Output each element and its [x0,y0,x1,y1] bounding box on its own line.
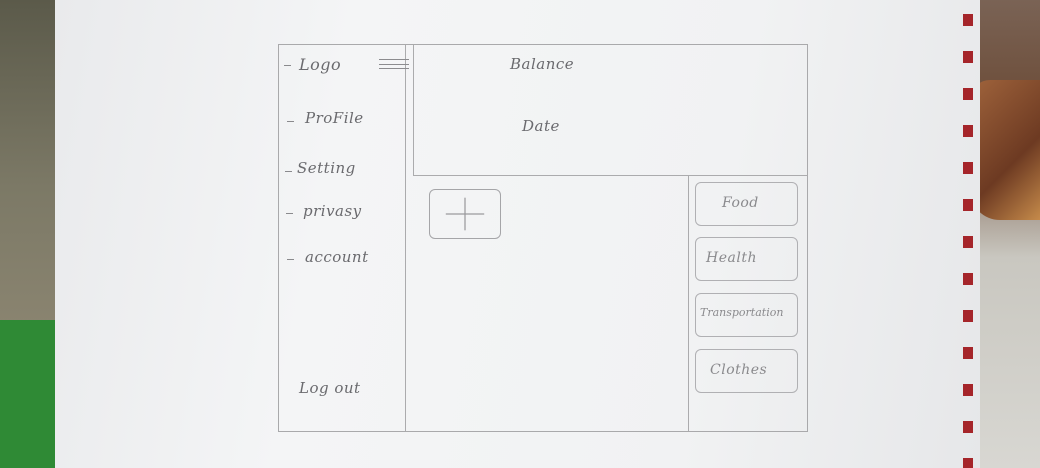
sidebar-item-privacy[interactable]: privasy [303,202,362,220]
category-label: Health [706,250,757,266]
background-green-object [0,320,60,468]
sidebar: Logo ProFile Setting privasy account Log… [279,45,409,431]
category-label: Clothes [710,362,768,378]
sidebar-dash [285,171,292,172]
logout-link[interactable]: Log out [299,379,361,397]
sidebar-dash [287,121,294,122]
add-button[interactable] [429,189,501,239]
plus-icon [445,197,485,231]
wireframe-frame: Logo ProFile Setting privasy account Log… [278,44,808,432]
category-button-health[interactable]: Health [695,237,798,281]
category-button-transportation[interactable]: Transportation [695,293,798,337]
category-button-food[interactable]: Food [695,182,798,226]
hamburger-menu-icon[interactable] [379,59,409,71]
category-button-clothes[interactable]: Clothes [695,349,798,393]
category-label: Food [722,195,759,211]
paper-sheet [55,0,980,468]
sidebar-item-profile[interactable]: ProFile [305,109,364,127]
sidebar-dash [286,213,293,214]
notebook-binding [955,0,985,468]
date-label: Date [522,117,560,135]
sidebar-dash [284,65,291,66]
sidebar-dash [287,259,294,260]
logo: Logo [299,55,342,74]
sidebar-item-setting[interactable]: Setting [297,159,356,177]
sidebar-item-account[interactable]: account [305,248,369,266]
header: Balance Date [413,45,808,176]
category-panel: Food Health Transportation Clothes [688,175,808,431]
category-label: Transportation [700,306,784,319]
balance-label: Balance [510,55,575,73]
main-area [405,175,688,431]
